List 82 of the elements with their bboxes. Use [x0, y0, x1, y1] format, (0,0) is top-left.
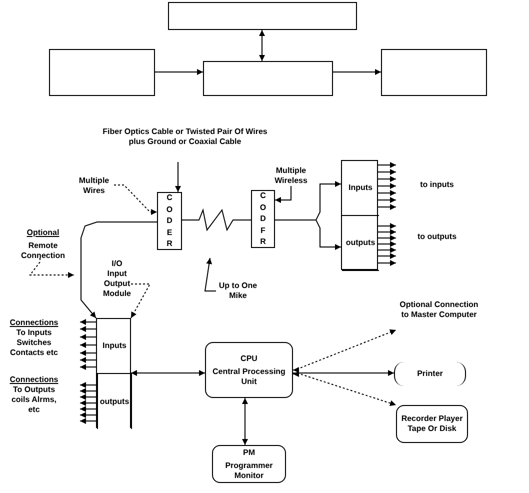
pin-arrow: [378, 204, 396, 210]
node-text: Inputs: [102, 341, 126, 351]
annotation-text: to outputs: [416, 232, 458, 242]
io-module-box: [341, 160, 378, 270]
arrow: [80, 222, 158, 318]
node-text: Central Processing Unit: [212, 366, 286, 386]
annotation-text: To Outputs coils Alrms, etc: [10, 385, 58, 415]
node-text: Up to One Mike: [218, 281, 258, 301]
node-text: Fiber Optics Cable or Twisted Pair Of Wires plus Ground or Coaxial Cable: [102, 127, 268, 147]
pin-arrow: [80, 357, 96, 363]
node-text: Inputs: [348, 183, 372, 193]
arrow: [154, 69, 204, 75]
pin-arrow: [80, 319, 96, 325]
arrow: [259, 30, 265, 62]
arrow: [204, 258, 216, 292]
pin-arrow: [80, 382, 96, 388]
pin-arrow: [378, 223, 396, 229]
module-section: [97, 374, 132, 429]
node-text: Optional: [26, 228, 60, 238]
pin-arrow: [80, 350, 96, 356]
node-text: Multiple Wires: [78, 176, 110, 196]
pin-arrow: [378, 253, 396, 259]
pin-arrow: [378, 247, 396, 253]
node-text: CODFR: [259, 190, 267, 248]
pin-arrow: [80, 364, 96, 370]
pin-arrow: [80, 400, 96, 406]
coder-box: [251, 190, 275, 248]
empty-box: [49, 49, 155, 96]
node-text: Printer: [417, 369, 443, 379]
monitor-box: [212, 445, 286, 483]
node-text: I/O Input Output Module: [103, 259, 131, 299]
node-text: PM: [243, 448, 255, 458]
node-text: Optional Connection to Master Computer: [398, 300, 480, 320]
pin-arrow: [80, 412, 96, 418]
cpu-box: [205, 342, 293, 398]
empty-box: [203, 61, 333, 96]
arrow: [292, 371, 396, 406]
node-text: CODER: [166, 192, 174, 250]
node-text: Remote Connection: [20, 240, 66, 260]
pin-arrow: [378, 169, 396, 175]
pin-arrow: [80, 394, 96, 400]
node-text: Programmer Monitor: [224, 460, 274, 480]
annotation-text: Connections: [8, 375, 60, 385]
arrow: [332, 69, 382, 75]
arrow: [130, 370, 206, 376]
pin-arrow: [378, 183, 396, 189]
pin-arrow: [378, 235, 396, 241]
pin-arrow: [378, 190, 396, 196]
arrow: [274, 220, 342, 250]
empty-box: [168, 2, 357, 30]
io-module-box: [96, 318, 131, 428]
pin-arrow: [80, 342, 96, 348]
arrow: [28, 258, 74, 278]
arrow: [274, 186, 292, 203]
pin-arrow: [378, 162, 396, 168]
storage-box: [396, 405, 468, 443]
node-text: Recorder Player Tape Or Disk: [400, 414, 464, 434]
arrow: [242, 398, 248, 446]
node-text: CPU: [240, 354, 258, 364]
arrow: [292, 329, 396, 373]
annotation-text: To Inputs Switches Contacts etc: [8, 328, 59, 358]
arrow: [175, 162, 181, 192]
pin-arrow: [80, 406, 96, 412]
node-text: outputs: [100, 396, 130, 406]
pin-arrow: [80, 326, 96, 332]
node-text: outputs: [346, 238, 376, 248]
node-text: Multiple Wireless: [274, 166, 308, 186]
pin-arrow: [80, 388, 96, 394]
arrow: [130, 284, 151, 318]
empty-box: [381, 49, 487, 96]
pin-arrow: [80, 418, 96, 424]
pin-arrow: [378, 229, 396, 235]
coder-box: [157, 192, 182, 250]
pin-arrow: [378, 260, 396, 266]
pin-arrow: [378, 197, 396, 203]
pin-arrow: [378, 241, 396, 247]
annotation-text: Connections: [8, 318, 60, 328]
arrow: [114, 184, 158, 215]
pin-arrow: [80, 334, 96, 340]
annotation-text: to inputs: [419, 180, 455, 190]
pin-arrow: [378, 176, 396, 182]
arrow: [292, 370, 394, 376]
